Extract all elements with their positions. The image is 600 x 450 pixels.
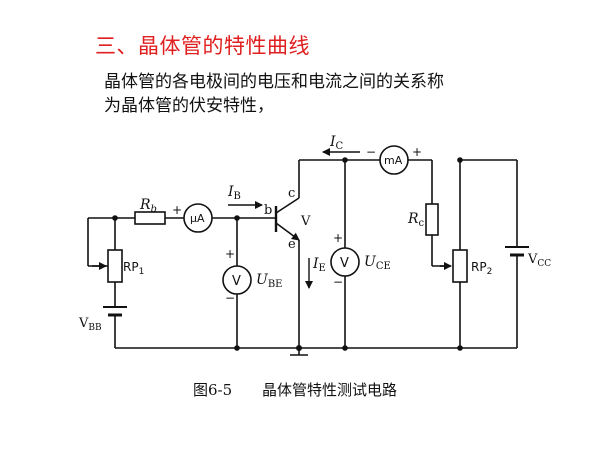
rheostat-rp1 [107, 249, 123, 283]
ube-label: UBE [256, 272, 282, 290]
ma-minus: − [366, 145, 376, 159]
ma-meter-label: mA [384, 154, 403, 167]
node-b-label: b [264, 203, 272, 218]
ma-plus: + [412, 145, 422, 159]
rheostat-rp2 [452, 249, 468, 283]
uce-plus: + [333, 231, 343, 245]
rb-label: Rb [139, 197, 157, 215]
rp2-label: RP2 [471, 260, 492, 277]
ube-plus: + [225, 247, 235, 261]
figure-caption: 晶体管特性测试电路 [262, 381, 397, 399]
resistor-rc [425, 203, 439, 236]
rc-label: Rc [407, 211, 425, 229]
milliammeter [379, 145, 409, 175]
ube-minus: − [225, 291, 235, 305]
microammeter [183, 203, 213, 233]
node-c-label: c [288, 186, 295, 201]
resistor-rb [134, 211, 166, 225]
description-line-1: 晶体管的各电极间的电压和电流之间的关系称 [104, 72, 444, 92]
ie-label: IE [312, 256, 326, 274]
ua-plus: + [172, 203, 182, 217]
ic-label: IC [329, 134, 344, 152]
uce-meter-label: V [340, 256, 349, 271]
ua-meter-label: μA [190, 212, 205, 225]
uce-minus: − [333, 275, 343, 289]
section-title: 三、晶体管的特性曲线 [95, 34, 310, 58]
rp1-label: RP1 [123, 260, 144, 277]
description-line-2: 为晶体管的伏安特性， [104, 96, 274, 116]
vcc-label: VCC [527, 252, 551, 269]
junction-dots [112, 157, 463, 351]
figure-number: 图6-5 [193, 381, 232, 399]
voltmeter-ube [222, 265, 252, 295]
uce-label: UCE [364, 254, 391, 272]
ib-label: IB [227, 184, 241, 202]
voltmeter-uce [330, 247, 360, 277]
transistor-label: V [300, 214, 311, 229]
node-e-label: e [288, 237, 296, 252]
vbb-label: VBB [78, 316, 102, 333]
ube-meter-label: V [232, 274, 241, 289]
ground-icon [290, 345, 308, 356]
